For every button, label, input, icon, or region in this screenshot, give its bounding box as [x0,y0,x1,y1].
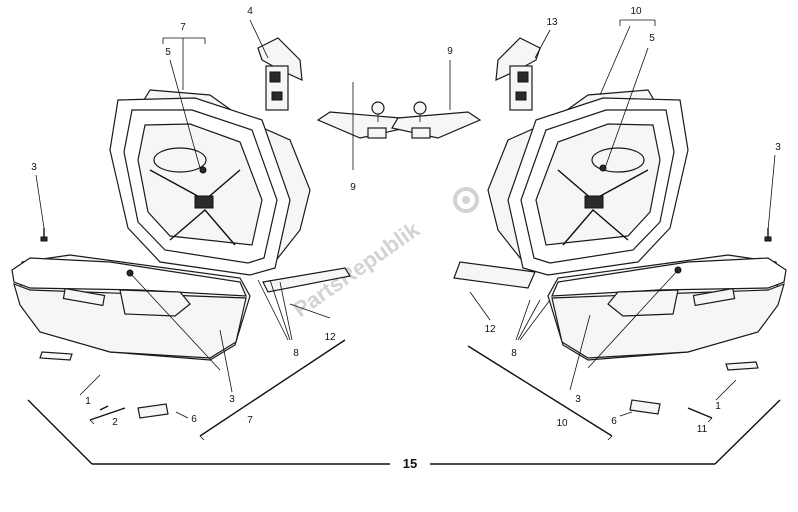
label-10-bottom: 10 [556,418,568,429]
label-10-top: 10 [630,6,642,17]
label-11: 11 [697,424,708,435]
label-3-left-bottom: 3 [229,394,235,405]
left-screw-3 [40,228,48,242]
label-6-left: 6 [191,414,197,425]
label-3-left-top: 3 [31,162,37,173]
label-3-right-top: 3 [775,142,781,153]
left-sticker-6 [137,403,169,419]
label-8-left: 8 [293,348,299,359]
left-lid-strap-2 [169,209,236,246]
label-3-right-bottom: 3 [575,394,581,405]
label-7-top: 7 [180,22,186,33]
left-case-handle [62,287,106,307]
label-8-right: 8 [511,348,517,359]
right-sticker-6 [629,399,661,415]
label-6-right: 6 [611,416,617,427]
right-case-inner-well [607,289,679,317]
right-saddlebag-assembly [391,37,787,415]
label-12-left: 12 [324,332,336,343]
label-15: 15 [403,456,417,471]
label-2: 2 [112,417,118,428]
left-lock-assembly-4 [257,37,303,111]
left-lid-screw [199,166,207,174]
left-key-plate-9 [316,101,407,139]
right-lid-screw [599,164,607,172]
label-9-left: 9 [350,182,356,193]
label-1-left: 1 [85,396,91,407]
left-case-inner-well [119,289,191,317]
label-12-right: 12 [484,324,496,335]
left-case-rim [11,257,247,297]
right-pad-12 [453,261,536,289]
right-lock-assembly-13 [495,37,541,111]
label-13: 13 [546,17,558,28]
left-badge-1 [39,351,73,361]
label-9-right: 9 [447,46,453,57]
left-pad-12 [262,267,351,293]
part-labels: 7 5 4 3 9 12 8 3 7 6 1 2 15 13 10 5 9 3 … [31,6,781,471]
left-lid-buckle [194,195,214,209]
label-5-left: 5 [165,47,171,58]
left-saddlebag-assembly [11,37,407,419]
right-case-rim [551,257,787,297]
label-1-right: 1 [715,401,721,412]
gear-logo-icon [453,187,479,213]
right-key-plate-9 [391,101,482,139]
label-4: 4 [247,6,253,17]
right-lid-buckle [584,195,604,209]
left-lid-pocket [153,147,207,173]
label-5-right: 5 [649,33,655,44]
right-case-handle [692,287,736,307]
leader-lines [27,19,781,465]
right-badge-1 [725,361,759,371]
right-lid-strap-2 [562,209,629,246]
watermark-text: PartsRepublik [289,216,425,322]
label-7-bottom: 7 [247,415,253,426]
watermark: PartsRepublik [289,187,479,322]
